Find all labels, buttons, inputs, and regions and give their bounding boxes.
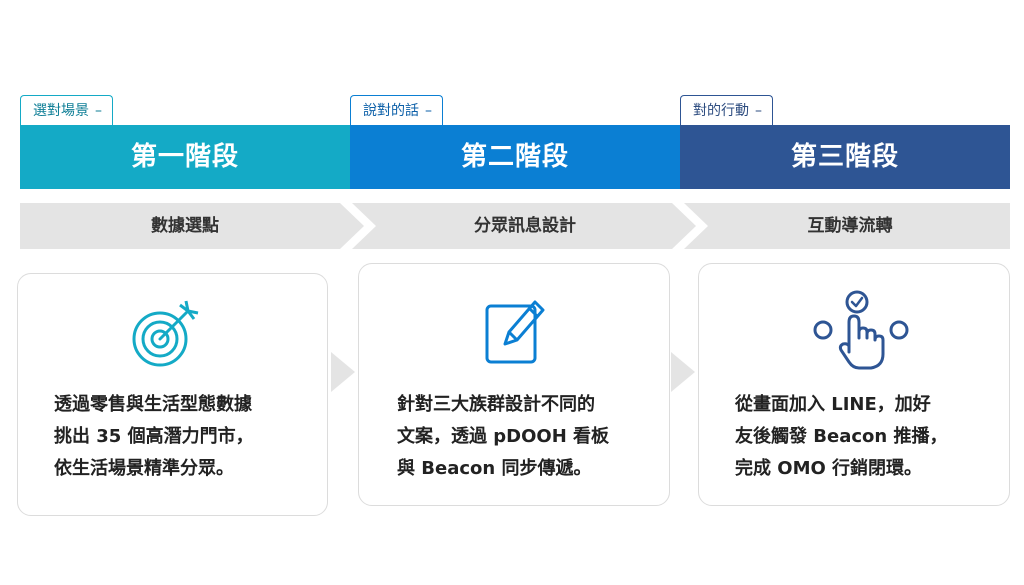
card-arrow-1 <box>331 352 355 392</box>
stage-2-tag-label: 說對的話 <box>363 103 419 119</box>
stage-3-card: 從畫面加入 LINE，加好 友後觸發 Beacon 推播， 完成 OMO 行銷閉… <box>698 263 1010 506</box>
stage-2-tag-dash: – <box>425 103 432 119</box>
stage-1-line-3: 依生活場景精準分眾。 <box>54 458 234 479</box>
chevron-1 <box>20 203 364 249</box>
stage-1-tag: 選對場景– <box>20 95 113 125</box>
stage-1-header: 第一階段 <box>20 125 350 189</box>
stage-1-tag-label: 選對場景 <box>33 103 89 119</box>
stage-2-line-2: 文案，透過 pDOOH 看板 <box>397 426 610 447</box>
stage-2-header: 第二階段 <box>350 125 680 189</box>
stage-3-text: 從畫面加入 LINE，加好 友後觸發 Beacon 推播， 完成 OMO 行銷閉… <box>735 389 947 485</box>
stage-3-tag-dash: – <box>755 103 762 119</box>
stage-3-tag-label: 對的行動 <box>693 103 749 119</box>
stage-3-line-3: 完成 OMO 行銷閉環。 <box>735 458 923 479</box>
chevron-2 <box>352 203 696 249</box>
stage-2-line-3: 與 Beacon 同步傳遞。 <box>397 458 592 479</box>
step-3-label: 互動導流轉 <box>807 216 893 236</box>
stage-3-line-2: 友後觸發 Beacon 推播， <box>735 426 948 447</box>
chevron-3 <box>684 203 1010 249</box>
edit-icon <box>485 300 545 364</box>
stage-1-card: 透過零售與生活型態數據 挑出 35 個高潛力門市， 依生活場景精準分眾。 <box>17 273 328 516</box>
card-arrow-2 <box>671 352 695 392</box>
target-icon <box>132 300 199 367</box>
stage-1-tag-dash: – <box>95 103 102 119</box>
stage-3-line-1: 從畫面加入 LINE，加好 <box>735 394 931 415</box>
stage-1-line-1: 透過零售與生活型態數據 <box>54 394 252 415</box>
touch-icon <box>813 290 909 370</box>
stage-2-card: 針對三大族群設計不同的 文案，透過 pDOOH 看板 與 Beacon 同步傳遞… <box>358 263 670 506</box>
step-2-label: 分眾訊息設計 <box>474 216 576 236</box>
stage-3-header: 第三階段 <box>680 125 1010 189</box>
stage-2-line-1: 針對三大族群設計不同的 <box>397 394 595 415</box>
stage-1-line-2: 挑出 35 個高潛力門市， <box>54 426 254 447</box>
stage-2-tag: 說對的話– <box>350 95 443 125</box>
stage-1-text: 透過零售與生活型態數據 挑出 35 個高潛力門市， 依生活場景精準分眾。 <box>54 389 254 485</box>
step-1-label: 數據選點 <box>151 216 219 236</box>
stage-2-text: 針對三大族群設計不同的 文案，透過 pDOOH 看板 與 Beacon 同步傳遞… <box>397 389 609 485</box>
stage-3-tag: 對的行動– <box>680 95 773 125</box>
